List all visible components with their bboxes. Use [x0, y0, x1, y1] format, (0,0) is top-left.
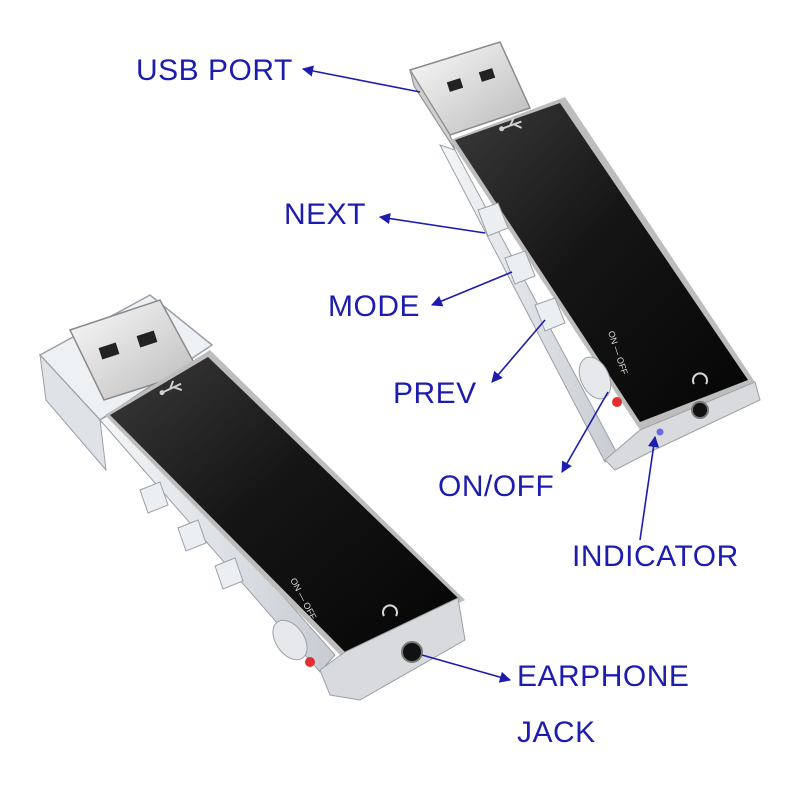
side-buttons-left [139, 481, 244, 590]
headphone-icon [382, 604, 398, 617]
label-next: NEXT [284, 198, 367, 231]
label-on-off: ON/OFF [438, 470, 555, 503]
label-indicator: INDICATOR [572, 540, 739, 573]
arrow-indicator [639, 435, 660, 541]
arrow-prev [491, 319, 546, 383]
earphone-jack-port-left [401, 641, 423, 663]
device-body-left [105, 350, 465, 660]
power-switch-left [272, 619, 315, 667]
usb-icon [159, 380, 183, 396]
label-earphone-jack-line1: EARPHONE [517, 660, 690, 693]
label-usb-port: USB PORT [136, 54, 293, 87]
label-earphone-jack-line2: JACK [517, 716, 596, 749]
label-prev: PREV [393, 377, 477, 410]
device-left: ON — OFF [38, 294, 466, 701]
label-mode: MODE [328, 290, 420, 323]
arrow-mode [430, 271, 513, 307]
arrow-usb-port [301, 65, 421, 93]
device-right: ON — OFF [408, 41, 761, 471]
usb-plug-right [408, 41, 532, 151]
arrow-earphone-jack [421, 654, 512, 683]
arrow-next [378, 212, 486, 234]
usb-icon [499, 117, 522, 132]
headphone-icon [692, 372, 708, 385]
callout-arrows [301, 65, 660, 683]
earphone-jack-port-right [691, 401, 709, 419]
device-body-right [450, 97, 755, 430]
arrow-on-off [561, 391, 609, 473]
indicator-led-right [656, 428, 664, 436]
